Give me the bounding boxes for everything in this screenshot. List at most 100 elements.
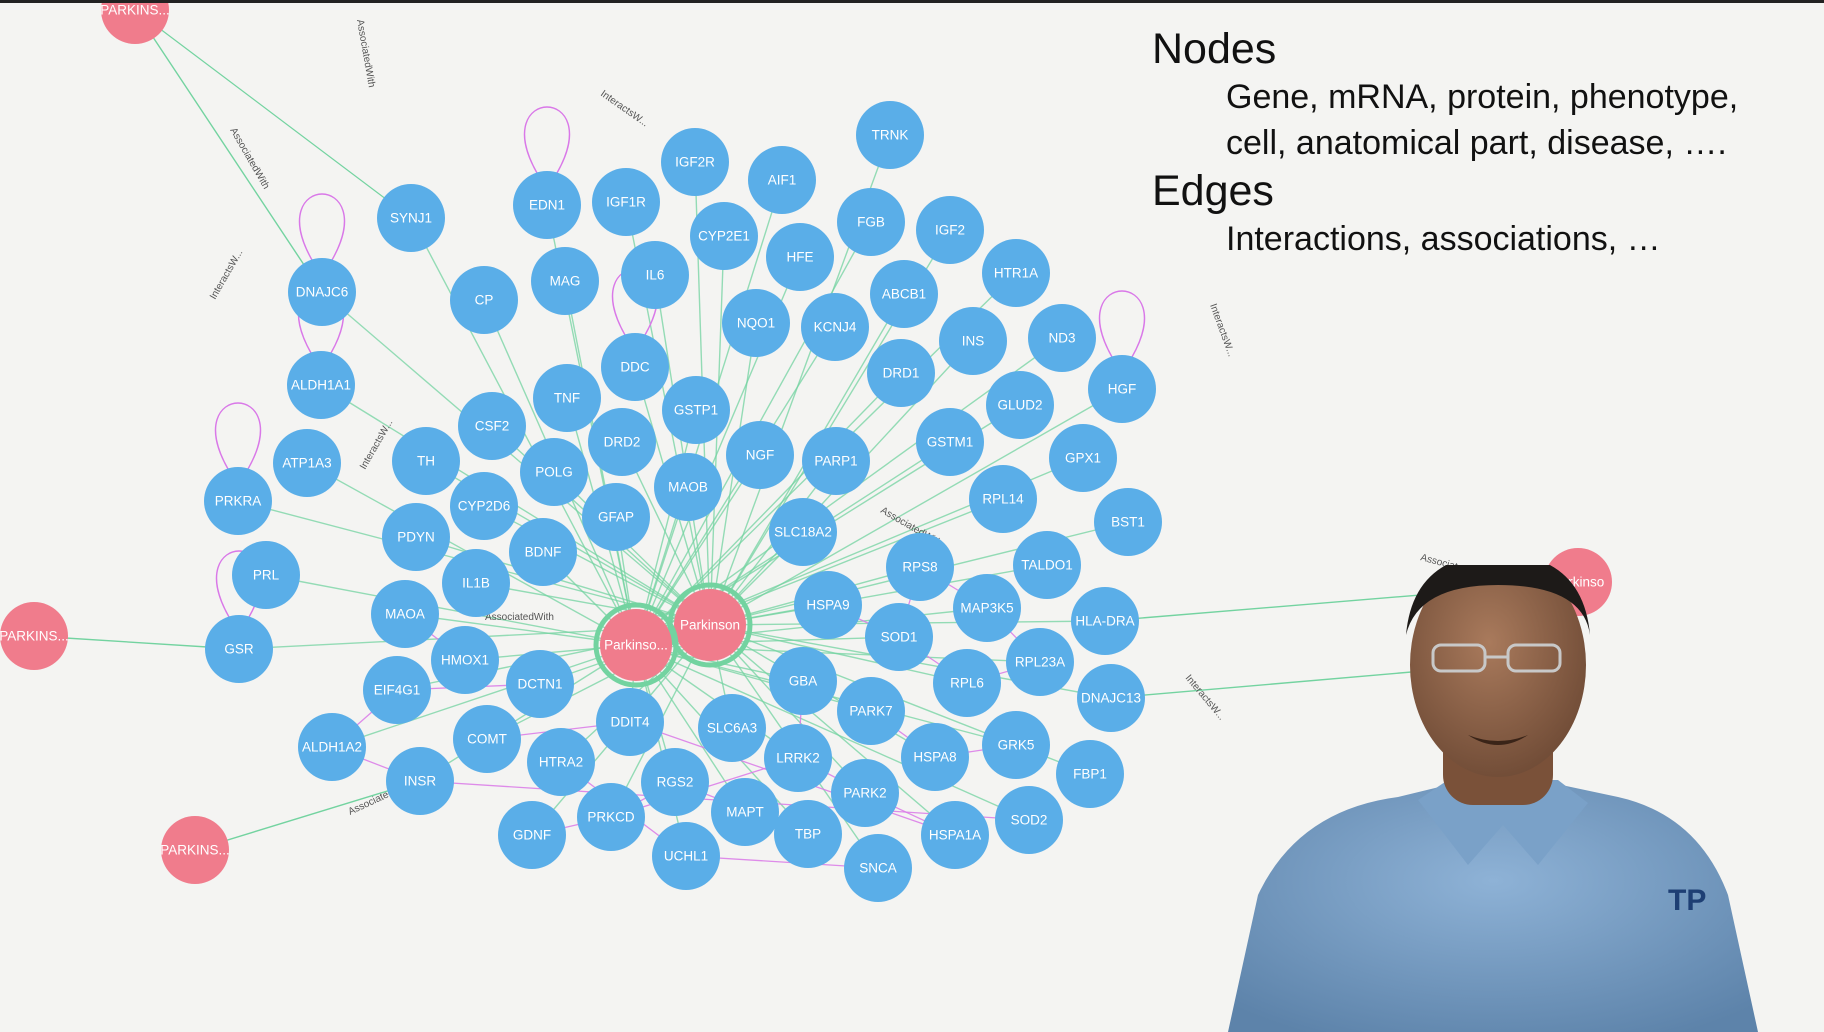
gene-node[interactable]: SOD2 [995,786,1063,854]
gene-node[interactable]: HFE [766,223,834,291]
gene-node[interactable]: PRKCD [577,783,645,851]
gene-node[interactable]: TNF [533,364,601,432]
gene-node[interactable]: HLA-DRA [1071,587,1139,655]
gene-node[interactable]: RPL23A [1006,628,1074,696]
gene-node[interactable]: MAP3K5 [953,574,1021,642]
parkinson-hub-node[interactable]: Parkinso... [593,602,679,688]
gene-node[interactable]: PRL [232,541,300,609]
gene-node[interactable]: IGF2R [661,128,729,196]
gene-node[interactable]: TBP [774,800,842,868]
disease-node[interactable]: PARKINS... [160,816,230,884]
gene-node[interactable]: INS [939,307,1007,375]
gene-node[interactable]: HSPA8 [901,723,969,791]
gene-node[interactable]: ABCB1 [870,260,938,328]
gene-node[interactable]: SLC6A3 [698,694,766,762]
gene-node[interactable]: SYNJ1 [377,184,445,252]
gene-node-label: GRK5 [998,738,1035,753]
gene-node[interactable]: IL1B [442,549,510,617]
gene-node[interactable]: TRNK [856,101,924,169]
gene-node[interactable]: DRD1 [867,339,935,407]
gene-node[interactable]: DDC [601,333,669,401]
gene-node[interactable]: RGS2 [641,748,709,816]
gene-node[interactable]: GSR [205,615,273,683]
gene-node[interactable]: ATP1A3 [273,429,341,497]
gene-node[interactable]: ALDH1A2 [298,713,366,781]
gene-node[interactable]: MAPT [711,778,779,846]
gene-node[interactable]: HTRA2 [527,728,595,796]
gene-node[interactable]: IGF1R [592,168,660,236]
gene-node[interactable]: MAOB [654,453,722,521]
gene-node[interactable]: GSTP1 [662,376,730,444]
gene-node-label: GSTM1 [927,435,974,450]
gene-node[interactable]: NQO1 [722,289,790,357]
gene-node[interactable]: BDNF [509,518,577,586]
gene-node[interactable]: SLC18A2 [769,498,837,566]
gene-node[interactable]: LRRK2 [764,724,832,792]
gene-node[interactable]: GPX1 [1049,424,1117,492]
gene-node-circle [802,427,870,495]
gene-node[interactable]: MAOA [371,580,439,648]
parkinson-hub-node[interactable]: Parkinson [667,582,753,668]
gene-node[interactable]: CP [450,266,518,334]
gene-node[interactable]: PRKRA [204,467,272,535]
gene-node[interactable]: HTR1A [982,239,1050,307]
gene-node[interactable]: FBP1 [1056,740,1124,808]
gene-node-label: COMT [467,732,507,747]
gene-node-label: EDN1 [529,198,565,213]
gene-node[interactable]: EIF4G1 [363,656,431,724]
gene-node[interactable]: RPS8 [886,533,954,601]
gene-node[interactable]: PARP1 [802,427,870,495]
gene-node[interactable]: DCTN1 [506,650,574,718]
disease-node[interactable]: PARKINS... [0,602,69,670]
gene-node[interactable]: GDNF [498,801,566,869]
gene-node[interactable]: ND3 [1028,304,1096,372]
disease-node[interactable]: PARKINS... [100,0,170,44]
gene-node[interactable]: IGF2 [916,196,984,264]
association-edge [635,326,836,646]
gene-node[interactable]: HMOX1 [431,626,499,694]
gene-node[interactable]: GSTM1 [916,408,984,476]
gene-node[interactable]: COMT [453,705,521,773]
gene-node-label: GDNF [513,828,551,843]
gene-node[interactable]: INSR [386,747,454,815]
gene-node[interactable]: IL6 [621,241,689,309]
gene-node[interactable]: KCNJ4 [801,293,869,361]
gene-node[interactable]: PDYN [382,503,450,571]
gene-node[interactable]: DNAJC6 [288,258,356,326]
gene-node[interactable]: UCHL1 [652,822,720,890]
gene-node[interactable]: AIF1 [748,146,816,214]
gene-node[interactable]: RPL14 [969,465,1037,533]
gene-node[interactable]: MAG [531,247,599,315]
edge-label: AssociatedWith [354,19,377,89]
gene-node[interactable]: CSF2 [458,392,526,460]
gene-node[interactable]: NGF [726,421,794,489]
gene-node[interactable]: HGF [1088,355,1156,423]
gene-node[interactable]: DRD2 [588,408,656,476]
gene-node[interactable]: TH [392,427,460,495]
gene-node[interactable]: SNCA [844,834,912,902]
gene-node[interactable]: GRK5 [982,711,1050,779]
gene-node-circle [1049,424,1117,492]
gene-node[interactable]: EDN1 [513,171,581,239]
gene-node[interactable]: HSPA9 [794,571,862,639]
gene-node[interactable]: ALDH1A1 [287,351,355,419]
gene-node-circle [298,713,366,781]
gene-node[interactable]: SOD1 [865,603,933,671]
gene-node[interactable]: DNAJC13 [1077,664,1145,732]
gene-node[interactable]: PARK7 [837,677,905,745]
gene-node[interactable]: BST1 [1094,488,1162,556]
gene-node[interactable]: CYP2D6 [450,472,518,540]
gene-node[interactable]: PARK2 [831,759,899,827]
gene-node[interactable]: TALDO1 [1013,531,1081,599]
gene-node[interactable]: GLUD2 [986,371,1054,439]
gene-node[interactable]: HSPA1A [921,801,989,869]
gene-node[interactable]: GBA [769,647,837,715]
association-edge [33,635,240,650]
gene-node-circle [764,724,832,792]
gene-node[interactable]: DDIT4 [596,688,664,756]
gene-node[interactable]: GFAP [582,483,650,551]
gene-node[interactable]: POLG [520,438,588,506]
gene-node[interactable]: RPL6 [933,649,1001,717]
gene-node[interactable]: FGB [837,188,905,256]
gene-node[interactable]: CYP2E1 [690,202,758,270]
